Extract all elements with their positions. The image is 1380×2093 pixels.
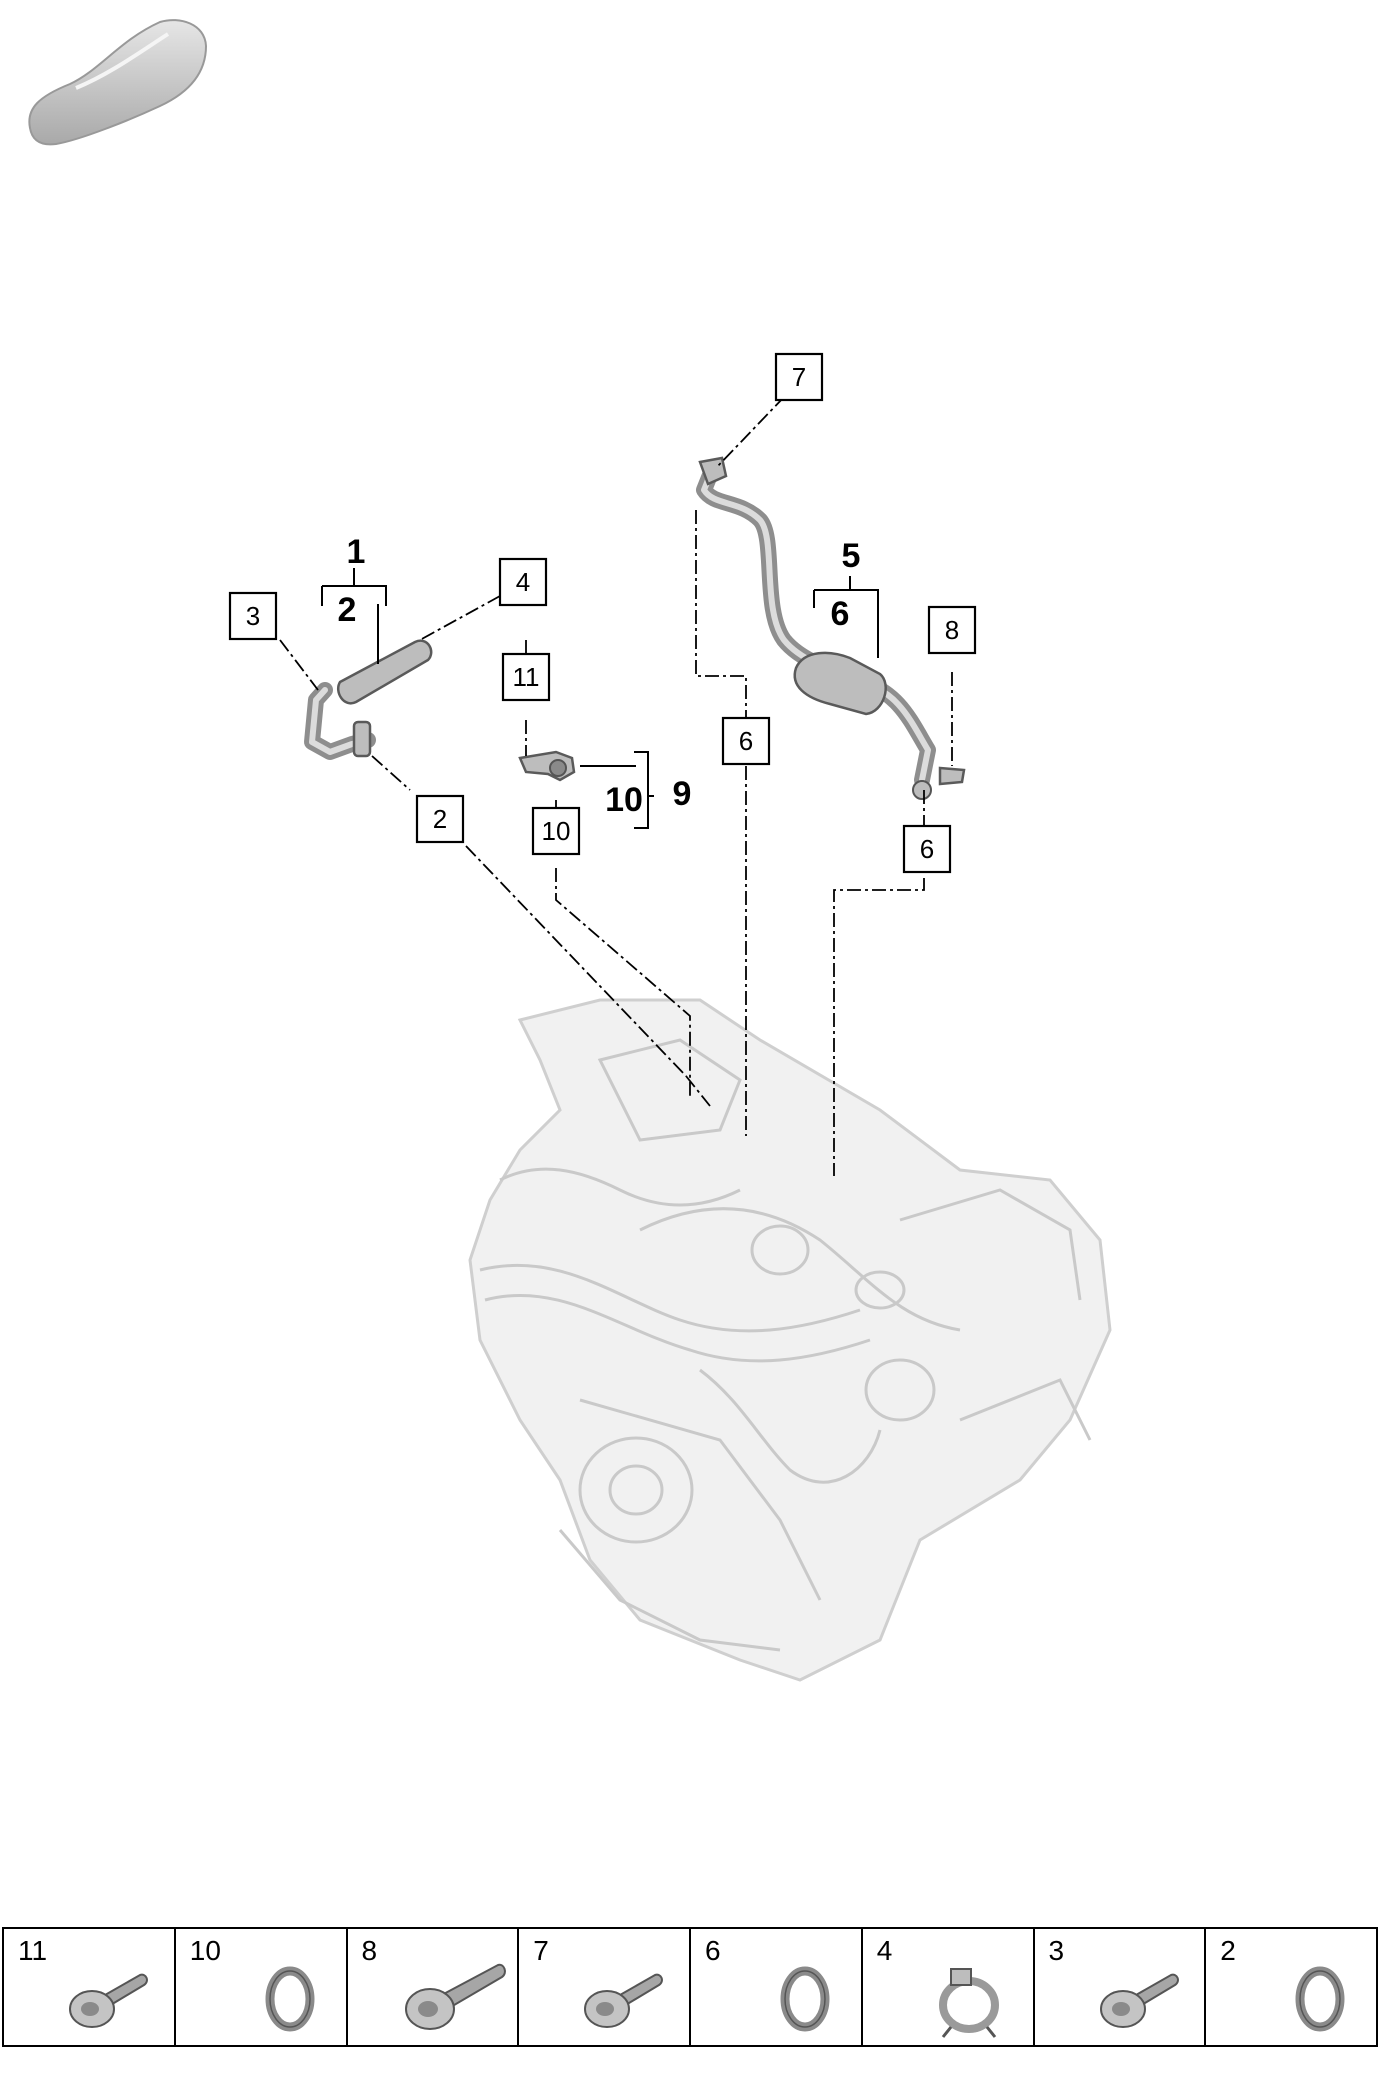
tray-item-number: 3 bbox=[1048, 1935, 1065, 1966]
callout-10[interactable]: 10 bbox=[531, 806, 581, 856]
tray-item-number: 6 bbox=[705, 1935, 721, 1966]
tray-item-number: 8 bbox=[361, 1935, 378, 1966]
fitting-part-9[interactable] bbox=[518, 750, 576, 782]
tray-item[interactable]: 6 bbox=[691, 1929, 863, 2045]
long-bolt-icon bbox=[404, 1963, 506, 2030]
vehicle-thumbnail-icon bbox=[28, 19, 208, 146]
group-brackets bbox=[321, 568, 879, 829]
callout-11[interactable]: 11 bbox=[501, 652, 551, 702]
group-label-5: 5 bbox=[842, 537, 861, 575]
return-line-part-5[interactable] bbox=[696, 456, 966, 800]
group-label-9: 9 bbox=[673, 775, 692, 813]
tray-item-number: 2 bbox=[1220, 1935, 1236, 1966]
hose-clamp-icon bbox=[938, 1968, 999, 2038]
svg-text:4: 4 bbox=[516, 567, 530, 597]
tray-item[interactable]: 2 bbox=[1206, 1929, 1376, 2045]
group-label-10: 10 bbox=[605, 781, 643, 819]
svg-text:2: 2 bbox=[433, 804, 447, 834]
svg-text:8: 8 bbox=[945, 615, 959, 645]
seal-ring-icon bbox=[265, 1966, 315, 2032]
bolt-icon bbox=[69, 1973, 148, 2028]
tray-item[interactable]: 10 bbox=[176, 1929, 348, 2045]
callout-4[interactable]: 4 bbox=[498, 557, 548, 607]
group-label-1: 1 bbox=[347, 533, 366, 571]
tray-item-number: 10 bbox=[189, 1935, 221, 1966]
tray-item-number: 7 bbox=[533, 1935, 549, 1966]
bolt-icon bbox=[584, 1973, 664, 2028]
seal-ring-icon bbox=[1295, 1966, 1345, 2032]
tray-item[interactable]: 11 bbox=[4, 1929, 176, 2045]
group-label-6: 6 bbox=[831, 595, 850, 633]
bolt-icon bbox=[1099, 1973, 1179, 2028]
seal-ring-icon bbox=[780, 1966, 830, 2032]
callout-6-lower[interactable]: 6 bbox=[902, 824, 952, 874]
tray-item-number: 4 bbox=[876, 1935, 893, 1966]
callout-7[interactable]: 7 bbox=[774, 352, 824, 402]
group-label-2: 2 bbox=[338, 591, 357, 629]
svg-text:6: 6 bbox=[920, 834, 934, 864]
oil-line-part-1[interactable] bbox=[304, 639, 433, 760]
svg-text:3: 3 bbox=[246, 601, 260, 631]
tray-item[interactable]: 4 bbox=[863, 1929, 1035, 2045]
tray-item[interactable]: 7 bbox=[519, 1929, 691, 2045]
callout-3[interactable]: 3 bbox=[228, 591, 278, 641]
svg-text:10: 10 bbox=[542, 816, 571, 846]
callout-6-upper[interactable]: 6 bbox=[721, 716, 771, 766]
svg-text:6: 6 bbox=[739, 726, 753, 756]
tray-item[interactable]: 8 bbox=[348, 1929, 520, 2045]
callout-2[interactable]: 2 bbox=[415, 794, 465, 844]
leader-lines bbox=[279, 395, 953, 1176]
engine-assembly bbox=[468, 998, 1112, 1682]
tray-item[interactable]: 3 bbox=[1035, 1929, 1207, 2045]
tray-item-number: 11 bbox=[18, 1935, 48, 1966]
svg-text:11: 11 bbox=[513, 662, 540, 692]
callout-8[interactable]: 8 bbox=[927, 605, 977, 655]
hardware-tray: 11 10 8 7 6 bbox=[2, 1927, 1378, 2047]
svg-text:7: 7 bbox=[792, 362, 806, 392]
